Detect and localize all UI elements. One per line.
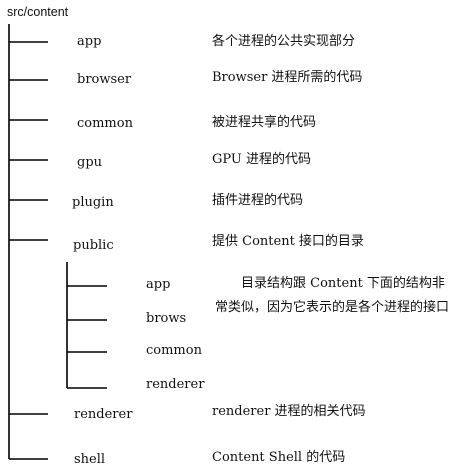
- dir-desc-shell: Content Shell 的代码: [212, 450, 346, 465]
- dir-desc-public: 提供 Content 接口的目录: [212, 234, 364, 249]
- dir-desc-plugin: 插件进程的代码: [212, 193, 304, 208]
- dir-name-gpu: gpu: [77, 155, 103, 170]
- public-subdir-common: common: [146, 343, 202, 358]
- dir-desc-app: 各个进程的公共实现部分: [212, 34, 356, 49]
- dir-desc-gpu: GPU 进程的代码: [212, 152, 311, 167]
- dir-name-app: app: [77, 34, 102, 49]
- dir-name-common: common: [77, 116, 133, 131]
- dir-name-public: public: [73, 238, 114, 253]
- dir-name-plugin: plugin: [72, 195, 114, 210]
- public-subtree-note: 目录结构跟 Content 下面的结构非常类似，因为它表示的是各个进程的接口: [215, 276, 450, 315]
- dir-desc-common: 被进程共享的代码: [212, 115, 317, 130]
- dir-name-renderer: renderer: [74, 407, 133, 422]
- public-subdir-app: app: [146, 277, 171, 292]
- dir-name-browser: browser: [77, 72, 132, 87]
- dir-name-shell: shell: [74, 452, 106, 467]
- dir-desc-renderer: renderer 进程的相关代码: [212, 404, 366, 419]
- dir-desc-browser: Browser 进程所需的代码: [212, 70, 363, 85]
- public-subdir-brows: brows: [146, 311, 187, 326]
- public-subdir-renderer: renderer: [146, 377, 205, 392]
- root-directory-label: src/content: [7, 5, 69, 19]
